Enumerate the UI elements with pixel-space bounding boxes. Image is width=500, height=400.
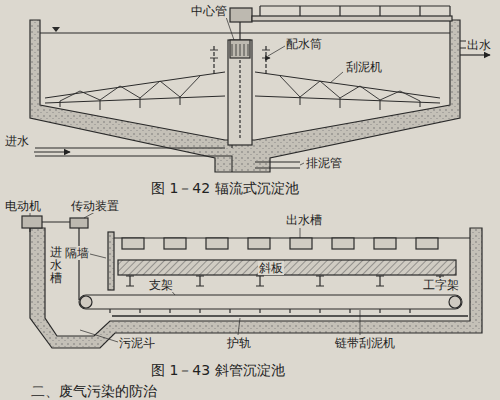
scraper-flight bbox=[169, 309, 170, 313]
figure-caption: 图 1－43 斜管沉淀池 bbox=[150, 362, 286, 378]
outlet-trough bbox=[164, 238, 186, 249]
scraper-flight bbox=[379, 309, 380, 313]
i-beam-support bbox=[316, 276, 324, 286]
part-label: 中心管 bbox=[190, 4, 228, 18]
outlet-trough bbox=[332, 238, 354, 249]
part-label: 护轨 bbox=[226, 336, 252, 350]
part-label: 工字架 bbox=[422, 278, 460, 292]
part-label: 进水 bbox=[4, 134, 30, 148]
outlet-trough bbox=[416, 238, 438, 249]
part-label: 出水 bbox=[466, 38, 492, 52]
part-label: 出水槽 bbox=[285, 213, 323, 227]
tank-shell bbox=[30, 228, 482, 348]
scraper-flight bbox=[289, 309, 290, 313]
part-label: 传动装置 bbox=[70, 199, 120, 213]
i-beam-support bbox=[196, 276, 204, 286]
tank-slab bbox=[30, 20, 460, 172]
scraper-flight bbox=[259, 309, 260, 313]
scraper-flight bbox=[349, 309, 350, 313]
section-heading: 二、废气污染的防治 bbox=[30, 383, 158, 399]
outlet-trough bbox=[374, 238, 396, 249]
scraper-flight bbox=[229, 309, 230, 313]
scraper-flight bbox=[409, 309, 410, 313]
scraper-flight bbox=[139, 309, 140, 313]
part-label: 支架 bbox=[148, 278, 174, 292]
scraper-flight bbox=[319, 309, 320, 313]
part-label: 链带刮泥机 bbox=[334, 336, 396, 350]
part-label: 电动机 bbox=[4, 199, 42, 213]
figure-caption: 图 1－42 辐流式沉淀池 bbox=[150, 180, 300, 196]
i-beam-support bbox=[256, 276, 264, 286]
part-label: 隔墙 bbox=[64, 246, 90, 260]
outlet-trough bbox=[248, 238, 270, 249]
part-label: 排泥管 bbox=[305, 156, 343, 170]
outlet-trough bbox=[290, 238, 312, 249]
part-label: 刮泥机 bbox=[345, 60, 383, 74]
i-beam-support bbox=[376, 276, 384, 286]
outlet-trough bbox=[206, 238, 228, 249]
part-label: 斜板 bbox=[258, 261, 284, 275]
part-label: 进水槽 bbox=[49, 246, 63, 286]
scraper-flight bbox=[199, 309, 200, 313]
i-beam-support bbox=[126, 276, 134, 286]
outlet-trough bbox=[122, 238, 144, 249]
part-label: 污泥斗 bbox=[118, 336, 156, 350]
part-label: 配水筒 bbox=[285, 37, 323, 51]
scraper-flight bbox=[109, 309, 110, 313]
